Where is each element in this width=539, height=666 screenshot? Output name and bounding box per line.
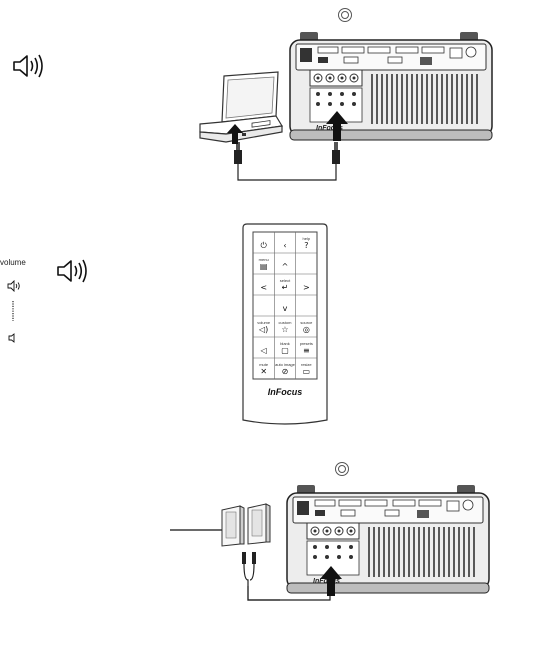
- remote-button-glyph: ↵: [282, 283, 289, 292]
- volume-up-button[interactable]: volume◁): [253, 316, 274, 337]
- speaker-loud-icon: [7, 280, 23, 292]
- remote-button-glyph: ◁): [259, 325, 268, 334]
- remote-button-glyph: ◎: [303, 325, 310, 334]
- remote-button-glyph: ≡: [303, 346, 310, 355]
- left-button[interactable]: <: [253, 274, 274, 295]
- speaker-icon-2: [56, 257, 90, 285]
- remote-button-glyph: ⊘: [282, 367, 289, 376]
- remote-button-glyph: <: [260, 283, 267, 292]
- down-button[interactable]: v: [274, 295, 295, 316]
- remote-control: ⏻ ‹ help? menu▤ ^ < select↵ > v volume◁)custom☆so…: [241, 220, 329, 426]
- presets-button[interactable]: presets≡: [296, 337, 317, 358]
- remote-brand: InFocus: [241, 387, 329, 397]
- remote-button-glyph: ✕: [260, 367, 267, 376]
- arrow-up-projector: [325, 110, 349, 142]
- volume-label: volume: [0, 258, 26, 267]
- blank-button-2[interactable]: [253, 295, 274, 316]
- remote-button-glyph: ?: [304, 241, 308, 250]
- custom-button[interactable]: custom☆: [274, 316, 295, 337]
- source-button[interactable]: source◎: [296, 316, 317, 337]
- blank-screen-button[interactable]: blank▢: [274, 337, 295, 358]
- up-button[interactable]: ^: [274, 253, 295, 274]
- speaker-soft-icon: [8, 333, 20, 343]
- remote-button-grid: ⏻ ‹ help? menu▤ ^ < select↵ > v volume◁)custom☆so…: [253, 232, 317, 379]
- help-button[interactable]: help?: [296, 232, 317, 253]
- projector-illustration-bottom: InFocus: [285, 483, 493, 599]
- sensor-icon-bottom: [334, 461, 350, 477]
- remote-button-glyph: ▢: [281, 346, 289, 355]
- remote-button-glyph: ▭: [303, 367, 311, 376]
- speaker-icon-1: [12, 52, 46, 80]
- auto-image-button[interactable]: auto image⊘: [274, 358, 295, 379]
- blank-button-3[interactable]: [296, 295, 317, 316]
- remote-button-glyph: ‹: [283, 241, 286, 250]
- arrow-up-projector-bottom: [319, 565, 343, 597]
- arrow-up-laptop: [226, 123, 244, 145]
- volume-scale-dots: [10, 300, 16, 322]
- select-button[interactable]: select↵: [274, 274, 295, 295]
- sensor-icon-top: [337, 7, 353, 23]
- power-button[interactable]: ⏻: [253, 232, 274, 253]
- right-button[interactable]: >: [296, 274, 317, 295]
- remote-button-glyph: ⏻: [261, 241, 267, 250]
- left-arrow-top-button[interactable]: ‹: [274, 232, 295, 253]
- remote-button-glyph: ▤: [260, 262, 268, 271]
- blank-button[interactable]: [296, 253, 317, 274]
- volume-down-button[interactable]: ◁: [253, 337, 274, 358]
- remote-button-glyph: v: [283, 304, 288, 313]
- remote-button-glyph: >: [303, 283, 310, 292]
- mute-button[interactable]: mute✕: [253, 358, 274, 379]
- remote-button-glyph: ☆: [281, 325, 288, 334]
- remote-button-glyph: ◁: [261, 346, 267, 355]
- resize-button[interactable]: resize▭: [296, 358, 317, 379]
- menu-button[interactable]: menu▤: [253, 253, 274, 274]
- remote-button-glyph: ^: [282, 262, 289, 271]
